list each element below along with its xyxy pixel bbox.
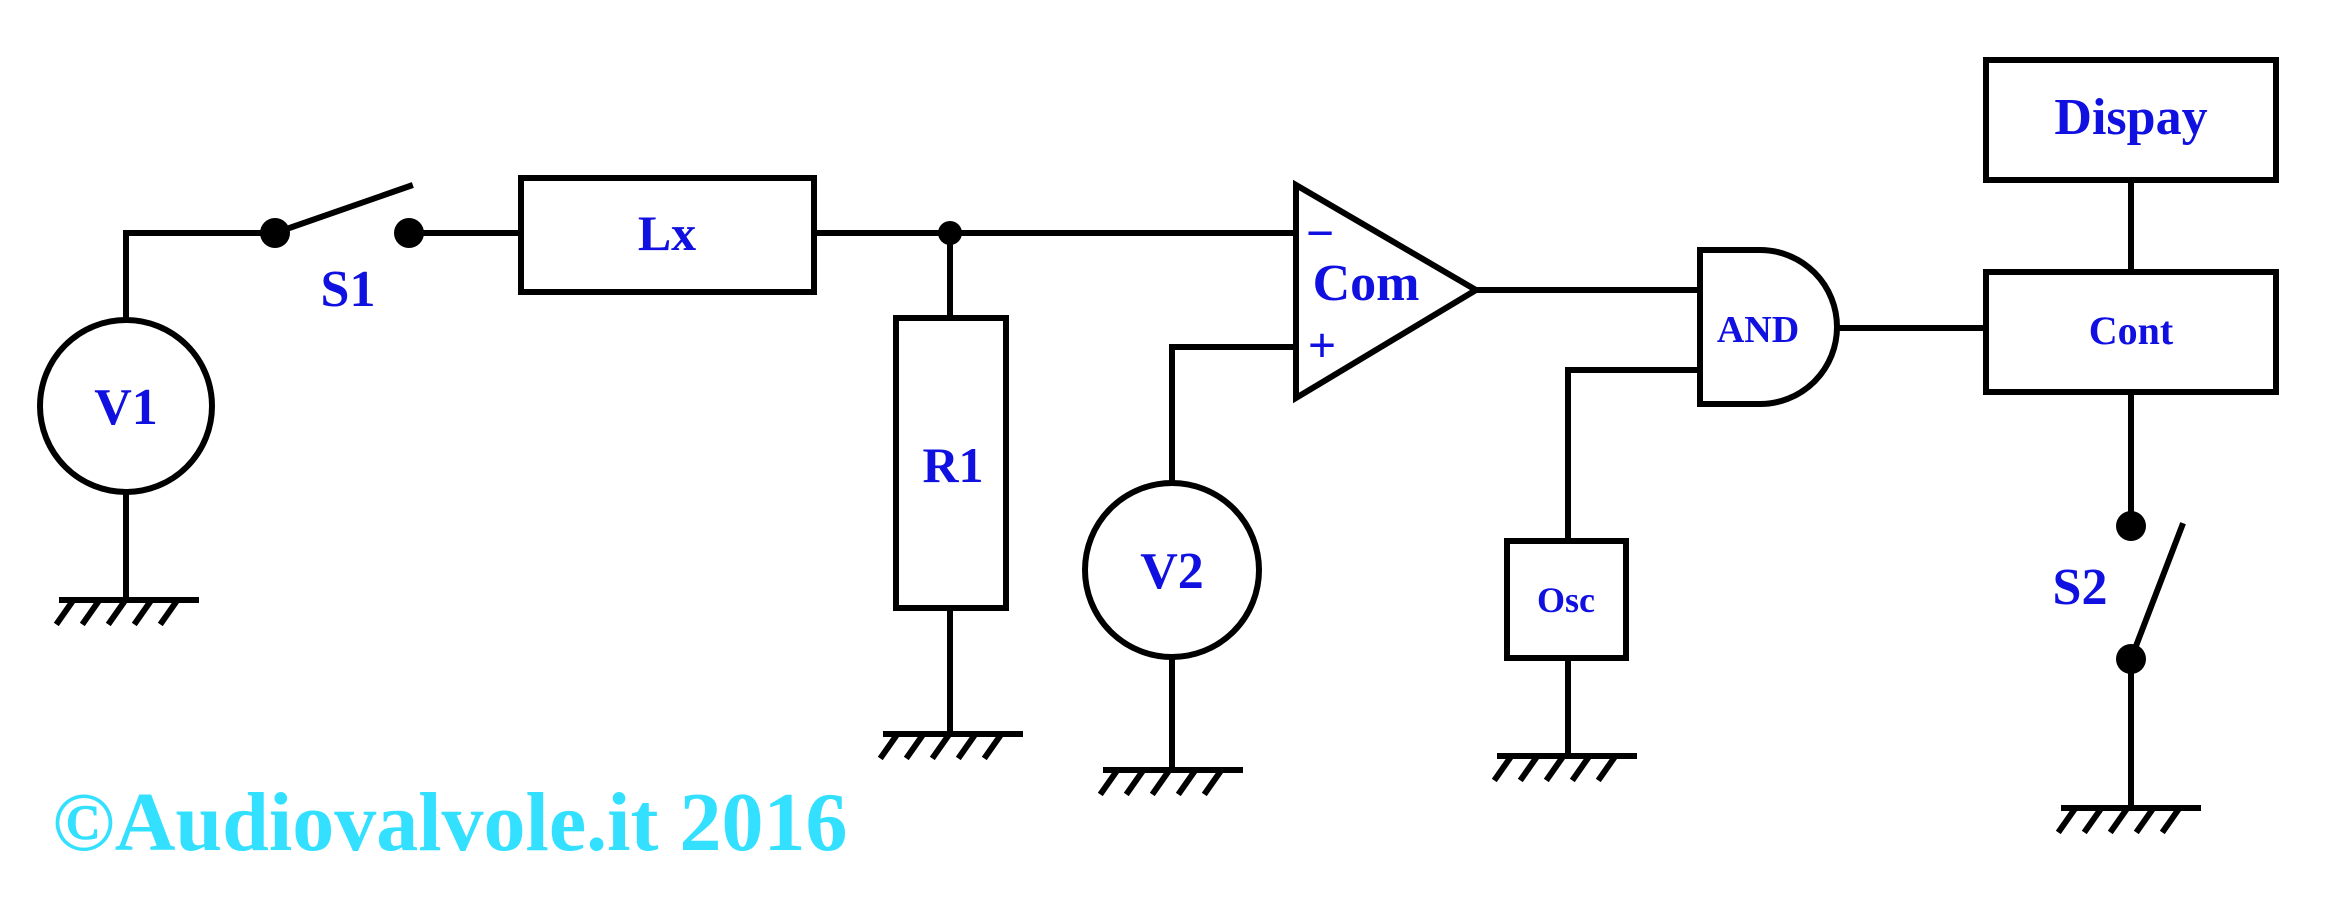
display-label: Dispay — [2054, 89, 2207, 146]
ground-symbol — [877, 731, 1023, 761]
oscillator: Osc — [1491, 367, 1703, 783]
s2-switch: S2 — [2053, 511, 2201, 835]
s1-lever — [271, 182, 414, 237]
v2-source: V2 — [1082, 344, 1299, 797]
r1-resistor: R1 — [877, 230, 1023, 761]
ground-symbol — [1097, 767, 1243, 797]
ground-symbol — [2055, 805, 2201, 835]
counter-label: Cont — [2089, 308, 2174, 353]
ground-symbol — [53, 597, 199, 627]
s2-contact-top — [2116, 511, 2146, 541]
comparator: − Com + — [1293, 179, 1703, 404]
wire-v1-to-s1 — [123, 230, 278, 323]
comparator-triangle — [1293, 179, 1482, 404]
comparator-label: Com — [1313, 255, 1420, 312]
counter-box — [1983, 269, 2279, 395]
r1-label: R1 — [922, 437, 983, 493]
wire-comparator-plus-to-v2 — [1169, 344, 1299, 485]
lx-component: Lx — [518, 175, 817, 295]
v1-label: V1 — [94, 379, 158, 436]
comparator-plus-sign: + — [1308, 317, 1337, 373]
ground-symbol — [1491, 753, 1637, 783]
lx-label: Lx — [638, 205, 696, 261]
wire-and-to-osc — [1565, 367, 1703, 544]
and-gate: AND — [1697, 247, 1989, 407]
v1-source: V1 — [37, 230, 278, 627]
osc-box — [1504, 538, 1629, 661]
copyright-text: ©Audiovalvole.it 2016 — [52, 776, 847, 869]
osc-label: Osc — [1537, 580, 1595, 620]
v2-label: V2 — [1140, 543, 1204, 600]
counter: Cont — [1983, 269, 2279, 529]
display: Dispay — [1983, 57, 2279, 275]
s1-label: S1 — [321, 261, 376, 318]
comparator-minus-sign: − — [1306, 205, 1335, 261]
s2-lever — [2127, 522, 2186, 663]
s2-label: S2 — [2053, 559, 2108, 616]
and-gate-label: AND — [1717, 309, 1799, 351]
s1-switch: S1 — [260, 182, 524, 318]
